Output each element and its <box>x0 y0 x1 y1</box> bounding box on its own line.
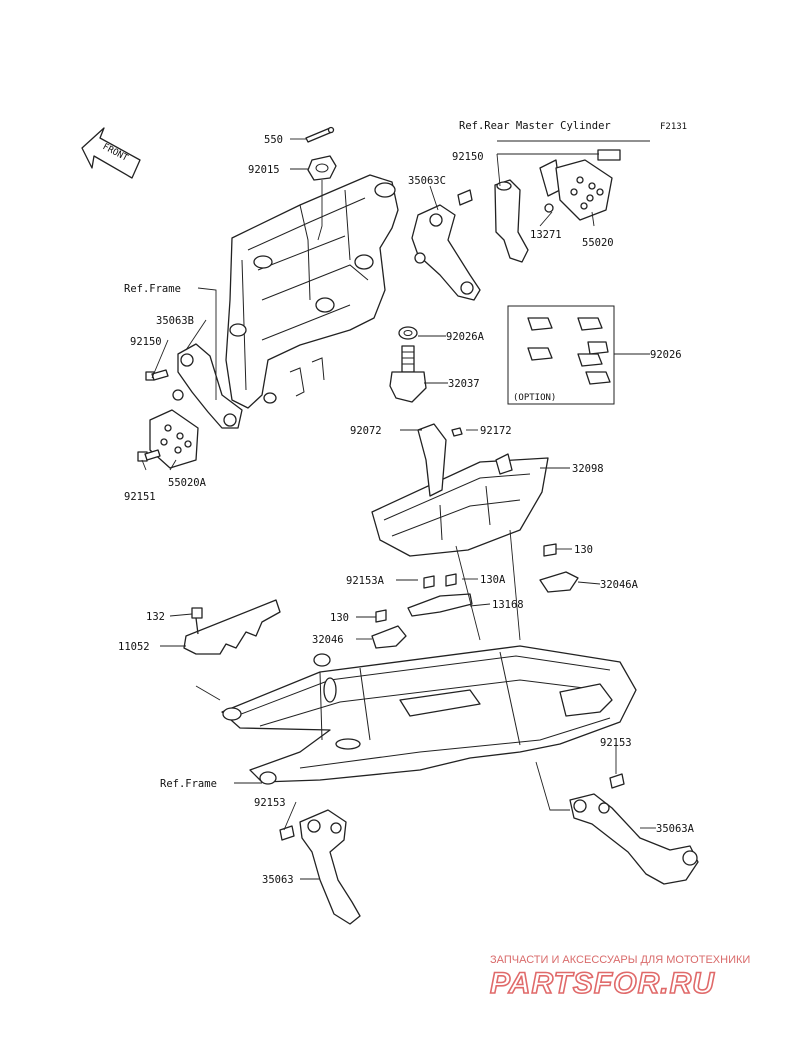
label-32046: 32046 <box>312 634 344 646</box>
label-132: 132 <box>146 611 165 623</box>
watermark-tagline: ЗАПЧАСТИ И АКСЕССУАРЫ ДЛЯ МОТОТЕХНИКИ <box>490 954 750 966</box>
figure-code: F2131 <box>660 122 687 132</box>
part-labels: 550 92015 35063C Ref.Rear Master Cylinde… <box>118 120 695 886</box>
label-92150-left: 92150 <box>130 336 162 348</box>
label-32046a: 32046A <box>600 579 639 591</box>
bracket-32046-part <box>371 543 557 649</box>
label-92026a: 92026A <box>446 331 485 343</box>
label-92015: 92015 <box>248 164 280 176</box>
label-92153a: 92153A <box>346 575 385 587</box>
label-35063c: 35063C <box>408 175 446 187</box>
bracket-35063b-part <box>172 343 243 429</box>
label-92026: 92026 <box>650 349 682 361</box>
label-32037: 32037 <box>448 378 480 390</box>
heel-guard-55020a-part <box>149 409 199 469</box>
bracket-35063-part <box>279 809 361 925</box>
label-130a: 130A <box>480 574 506 586</box>
ref-frame-top: Ref.Frame <box>124 283 181 295</box>
label-55020: 55020 <box>582 237 614 249</box>
ref-rear-master-cylinder: Ref.Rear Master Cylinder <box>459 120 611 132</box>
label-92072: 92072 <box>350 425 382 437</box>
label-35063b: 35063B <box>156 315 194 327</box>
bolt-92151-part <box>137 449 161 462</box>
label-32098: 32098 <box>572 463 604 475</box>
bolt-92150-left-part <box>145 369 169 381</box>
label-55020a: 55020A <box>168 477 207 489</box>
label-35063: 35063 <box>262 874 294 886</box>
label-92151: 92151 <box>124 491 156 503</box>
nut-part <box>307 155 337 241</box>
bracket-35063c-part <box>411 189 481 301</box>
bracket-32046a-part <box>539 571 579 593</box>
option-box: (OPTION) <box>507 305 615 405</box>
main-frame-drawing <box>225 174 399 409</box>
label-11052: 11052 <box>118 641 150 653</box>
watermark-brand: PARTSFOR.RU <box>490 967 715 1000</box>
bolt-32037-part <box>389 345 427 403</box>
ref-frame-bottom: Ref.Frame <box>160 778 217 790</box>
label-13168: 13168 <box>492 599 524 611</box>
bracket-11052-part <box>183 599 281 655</box>
label-550: 550 <box>264 134 283 146</box>
watermark: ЗАПЧАСТИ И АКСЕССУАРЫ ДЛЯ МОТОТЕХНИКИ PA… <box>489 954 750 1001</box>
undertray-32098-part <box>371 423 549 557</box>
washer-part <box>398 326 418 340</box>
option-label: (OPTION) <box>513 393 556 403</box>
cotter-pin-part <box>305 126 335 143</box>
label-92150-top: 92150 <box>452 151 484 163</box>
subframe-drawing <box>221 645 637 785</box>
label-35063a: 35063A <box>656 823 695 835</box>
heel-guard-55020-part <box>555 159 613 221</box>
front-arrow-icon: FRONT <box>81 127 141 179</box>
label-130-mid: 130 <box>330 612 349 624</box>
label-92153-left: 92153 <box>254 797 286 809</box>
label-92153-right: 92153 <box>600 737 632 749</box>
bracket-13168-part <box>407 573 473 617</box>
label-130-right: 130 <box>574 544 593 556</box>
label-92172: 92172 <box>480 425 512 437</box>
master-cylinder-part <box>494 149 621 263</box>
leader-lines <box>141 138 656 880</box>
label-13271: 13271 <box>530 229 562 241</box>
bracket-35063a-part <box>569 773 699 885</box>
